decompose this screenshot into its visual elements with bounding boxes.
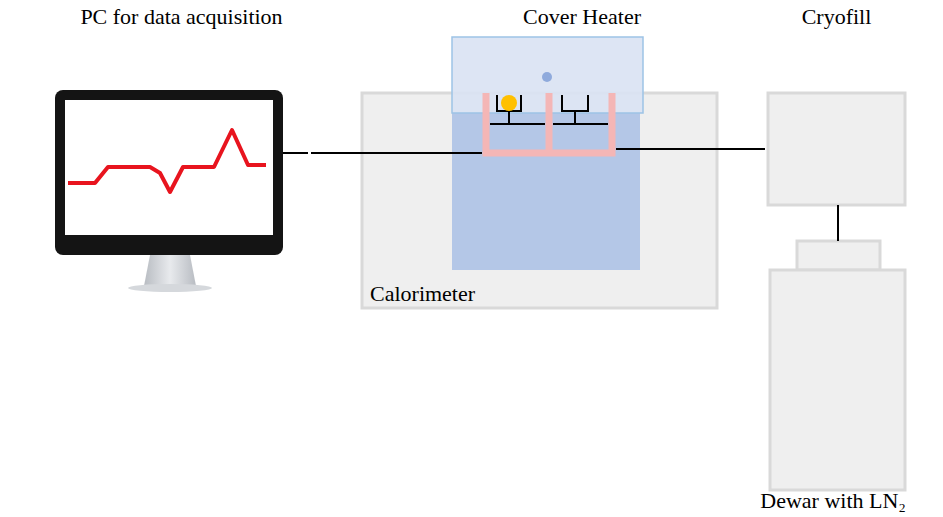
calorimeter-unit: Calorimeter — [362, 93, 717, 308]
cell-divider — [546, 93, 553, 153]
reference-holder — [553, 95, 608, 124]
monitor-frame — [55, 90, 283, 255]
sample — [501, 95, 517, 111]
cable — [616, 148, 717, 150]
dewar-unit: Dewar with LN₂ — [734, 241, 908, 515]
node-label: PC for data acquisition — [52, 4, 311, 29]
dewar-cap — [797, 241, 880, 270]
cryofill-unit: Cryofill — [765, 2, 908, 205]
computer: PC for data acquisition — [52, 2, 311, 255]
connector-line — [837, 205, 839, 241]
node-label: Calorimeter — [370, 281, 475, 306]
connector-line — [311, 152, 362, 154]
node-label: Cryofill — [765, 4, 908, 29]
calorimeter-body — [362, 93, 717, 308]
signal-trace — [68, 130, 266, 192]
monitor-stand — [144, 255, 196, 286]
sample-holder — [490, 95, 545, 124]
connector-line — [717, 148, 765, 150]
dewar-body — [770, 270, 905, 490]
cable — [362, 152, 482, 154]
cryofill-unit — [768, 93, 905, 205]
cable — [283, 152, 308, 154]
monitor-screen — [65, 100, 273, 235]
node-label: Dewar with LN₂ — [760, 488, 906, 513]
cell-frame — [486, 93, 612, 153]
monitor-foot — [128, 284, 212, 292]
cover-dot — [542, 72, 552, 82]
cover-heater-unit: Cover Heater — [452, 2, 643, 113]
node-label: Cover Heater — [523, 4, 641, 29]
